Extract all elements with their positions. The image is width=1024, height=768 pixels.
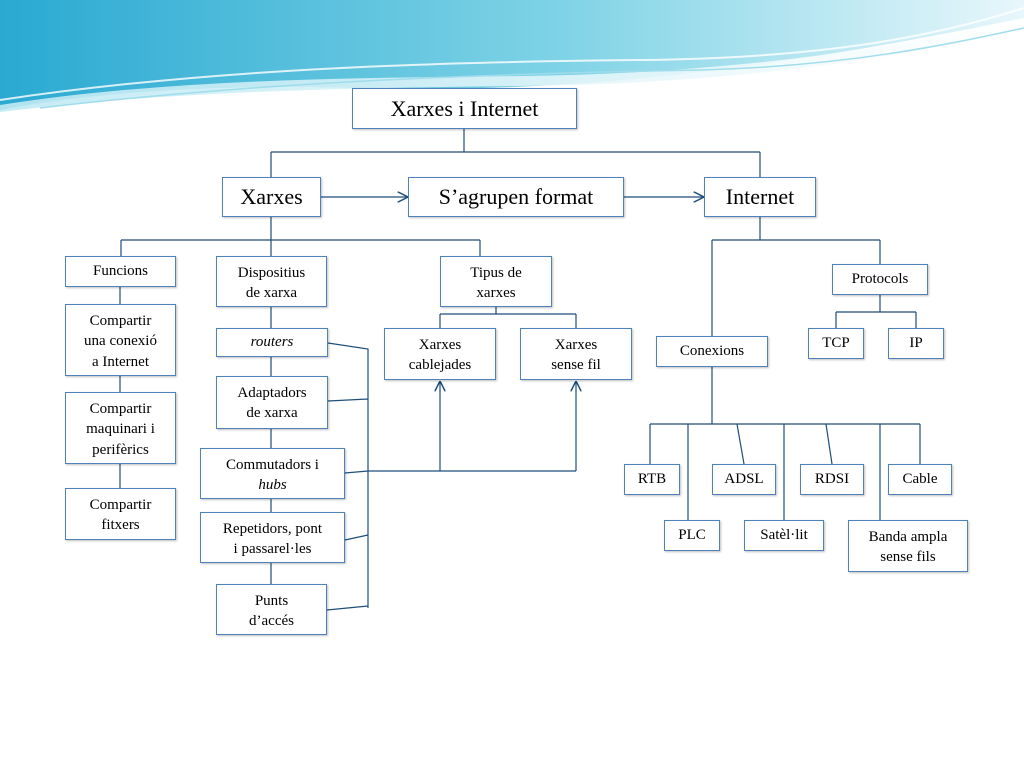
commutadors-line1: Commutadors i bbox=[226, 457, 319, 473]
node-internet-label: Internet bbox=[725, 184, 795, 210]
node-plc: PLC bbox=[664, 520, 720, 551]
node-sagrupen-label: S’agrupen format bbox=[438, 184, 594, 210]
node-conexions-label: Conexions bbox=[679, 343, 745, 360]
compartir-maquinari-line1: Compartir bbox=[89, 401, 152, 417]
banda-line2: sense fils bbox=[880, 549, 936, 566]
punts-line2: d’accés bbox=[249, 613, 294, 630]
header-wave-decoration bbox=[0, 0, 1024, 112]
node-xarxes-label: Xarxes bbox=[240, 184, 303, 210]
node-internet: Internet bbox=[704, 177, 816, 217]
node-protocols-label: Protocols bbox=[851, 271, 909, 288]
cablejades-line2: cablejades bbox=[408, 357, 472, 374]
dispositius-line2: de xarxa bbox=[245, 285, 298, 302]
sense-fil-line1: Xarxes bbox=[554, 337, 598, 353]
compartir-fitxers-line1: Compartir bbox=[89, 497, 152, 513]
node-rdsi: RDSI bbox=[800, 464, 864, 495]
node-dispositius-xarxa: Dispositius de xarxa bbox=[216, 256, 327, 307]
node-tcp: TCP bbox=[808, 328, 864, 359]
node-adsl: ADSL bbox=[712, 464, 776, 495]
node-xarxes: Xarxes bbox=[222, 177, 321, 217]
repetidors-line2: i passarel·les bbox=[233, 541, 312, 558]
node-funcions: Funcions bbox=[65, 256, 176, 287]
node-conexions: Conexions bbox=[656, 336, 768, 367]
node-adaptadors-xarxa: Adaptadors de xarxa bbox=[216, 376, 328, 429]
node-banda-ampla: Banda ampla sense fils bbox=[848, 520, 968, 572]
tipus-line2: xarxes bbox=[476, 285, 516, 302]
node-compartir-fitxers: Compartir fitxers bbox=[65, 488, 176, 540]
node-tipus-xarxes: Tipus de xarxes bbox=[440, 256, 552, 307]
root-node: Xarxes i Internet bbox=[352, 88, 577, 129]
node-satelit-label: Satèl·lit bbox=[760, 527, 808, 544]
compartir-conexio-line2: una conexió bbox=[84, 333, 157, 350]
node-funcions-label: Funcions bbox=[92, 263, 148, 280]
node-compartir-maquinari: Compartir maquinari i perifèrics bbox=[65, 392, 176, 464]
node-satelit: Satèl·lit bbox=[744, 520, 824, 551]
node-compartir-conexio: Compartir una conexió a Internet bbox=[65, 304, 176, 376]
compartir-maquinari-line3: perifèrics bbox=[92, 441, 149, 458]
node-sagrupen-format: S’agrupen format bbox=[408, 177, 624, 217]
punts-line1: Punts bbox=[254, 593, 289, 609]
node-adsl-label: ADSL bbox=[724, 471, 764, 488]
cablejades-line1: Xarxes bbox=[418, 337, 462, 353]
node-routers-label: routers bbox=[250, 334, 294, 351]
node-tcp-label: TCP bbox=[822, 335, 850, 352]
node-plc-label: PLC bbox=[678, 527, 706, 544]
node-punts-acces: Punts d’accés bbox=[216, 584, 327, 635]
repetidors-line1: Repetidors, pont bbox=[222, 521, 323, 537]
node-rtb-label: RTB bbox=[637, 471, 667, 488]
sense-fil-line2: sense fil bbox=[551, 357, 601, 374]
compartir-conexio-line3: a Internet bbox=[91, 353, 150, 370]
node-repetidors: Repetidors, pont i passarel·les bbox=[200, 512, 345, 563]
node-ip: IP bbox=[888, 328, 944, 359]
node-ip-label: IP bbox=[909, 335, 923, 352]
dispositius-line1: Dispositius bbox=[237, 265, 306, 281]
tipus-line1: Tipus de bbox=[470, 265, 522, 281]
compartir-maquinari-line2: maquinari i bbox=[86, 421, 155, 438]
node-rtb: RTB bbox=[624, 464, 680, 495]
banda-line1: Banda ampla bbox=[868, 529, 948, 545]
compartir-conexio-line1: Compartir bbox=[89, 313, 152, 329]
node-commutadors-hubs: Commutadors i hubs bbox=[200, 448, 345, 499]
node-xarxes-cablejades: Xarxes cablejades bbox=[384, 328, 496, 380]
root-label: Xarxes i Internet bbox=[390, 95, 539, 121]
node-cable-label: Cable bbox=[902, 471, 938, 488]
adaptadors-line2: de xarxa bbox=[246, 405, 298, 422]
adaptadors-line1: Adaptadors bbox=[237, 385, 307, 401]
commutadors-line2: hubs bbox=[258, 477, 287, 494]
node-rdsi-label: RDSI bbox=[814, 471, 850, 488]
compartir-fitxers-line2: fitxers bbox=[101, 517, 140, 534]
node-xarxes-sense-fil: Xarxes sense fil bbox=[520, 328, 632, 380]
node-cable: Cable bbox=[888, 464, 952, 495]
node-protocols: Protocols bbox=[832, 264, 928, 295]
node-routers: routers bbox=[216, 328, 328, 357]
